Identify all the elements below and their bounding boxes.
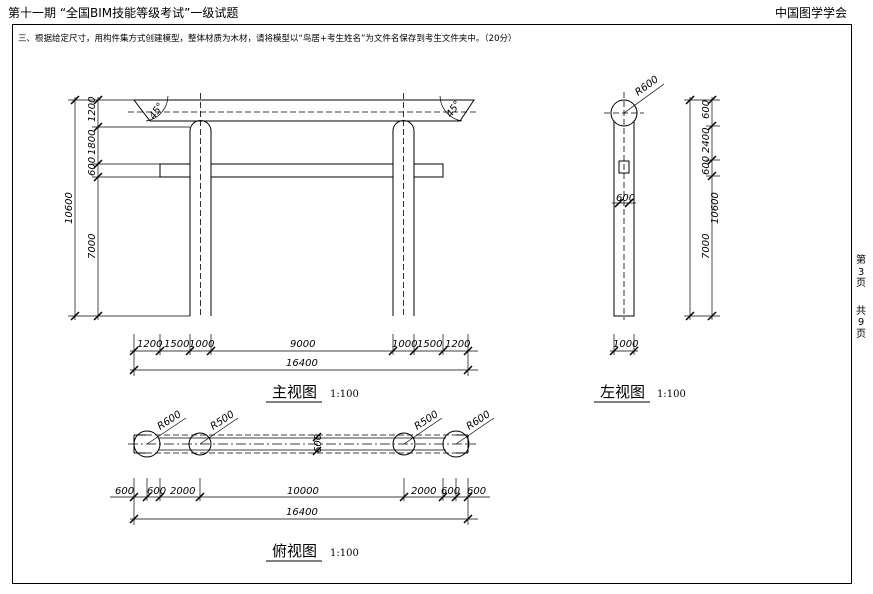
front-dim-text: 10600 [64,192,75,224]
page-info: 第 3 页 共 9 页 [855,255,867,340]
front-horizontal-ticks [129,346,473,375]
page-info-char: 页 [856,278,866,289]
left-view: R600 600 600 2400 600 7000 10600 [594,74,721,403]
top-radius-leader [199,417,239,445]
top-post-left-outer [133,430,161,458]
front-dim-text: 1000 [189,339,214,350]
page-info-char: 9 [857,317,865,328]
drawing-frame [12,24,852,584]
left-dim-text: 7000 [701,234,712,259]
left-dim-text: 1000 [613,339,638,350]
front-dim-text: 1000 [392,339,417,350]
left-view-title: 左视图 [600,383,645,401]
top-dim-text: 2000 [411,486,436,497]
top-dim-text: 2000 [170,486,195,497]
front-lower-beam [159,163,444,178]
front-dim-text: 600 [87,157,98,176]
front-dim-text: 7000 [87,234,98,259]
front-vertical-ticks [70,95,103,321]
document-title: 第十一期 “全国BIM技能等级考试”一级试题 [8,6,239,20]
front-right-angle-arc [439,95,463,122]
left-vertical-ticks [685,95,717,321]
top-beam-hidden [146,434,456,454]
question-text: 三、根据给定尺寸，用构件集方式创建模型，整体材质为木材，请将模型以“鸟居+考生姓… [18,34,517,44]
top-dim-text: 600 [115,486,134,497]
top-dim-text: 600 [467,486,486,497]
top-dim-text: 16400 [286,507,318,518]
top-view-scale: 1:100 [330,548,359,559]
top-beam-width-text: 600 [313,434,324,453]
publisher-name: 中国图学学会 [774,6,847,20]
top-radius-leader [455,417,495,445]
front-dim-text: 1500 [164,339,189,350]
page-info-char: 第 [856,255,866,266]
front-dim-text: 1200 [87,97,98,122]
front-view-scale: 1:100 [330,389,359,400]
top-radius-text: R500 [209,409,237,432]
left-dim-text: 600 [701,100,712,119]
front-top-beam [132,99,475,122]
top-radius-leader [146,417,187,445]
page-info-char: 3 [857,266,865,278]
front-dim-text: 9000 [290,339,315,350]
page-info-char: 共 [856,305,866,317]
left-dim-text: 600 [701,156,712,175]
top-view: R600 R500 R500 R600 600 [110,409,495,562]
front-dim-text: 1500 [417,339,442,350]
front-left-angle-label: 45° [147,101,166,122]
top-post-right-outer [442,430,470,458]
left-dim-text: 10600 [710,192,721,224]
left-dim-text: 2400 [701,128,712,153]
top-radius-text: R600 [465,409,493,432]
left-view-scale: 1:100 [657,389,686,400]
left-radius-leader [623,83,665,114]
page-info-char: 页 [856,328,866,340]
front-right-angle-label: 45° [444,99,463,120]
front-dim-text: 1800 [87,130,98,155]
top-dim-text: 600 [147,486,166,497]
front-view: 45° 45° 1200 1800 600 7000 10600 [64,93,478,403]
top-post-left-inner [188,432,212,456]
front-left-angle-arc [145,95,169,122]
top-view-title: 俯视图 [272,542,317,560]
front-view-title: 主视图 [272,383,317,401]
left-pillar [613,121,635,317]
left-radius-label: R600 [633,74,661,98]
top-post-right-inner [392,432,416,456]
top-dim-text: 600 [441,486,460,497]
front-dim-text: 1200 [445,339,470,350]
top-radius-leader [403,417,443,445]
left-section-text: 600 [616,193,635,204]
top-radius-text: R500 [413,409,441,432]
top-dim-text: 10000 [287,486,319,497]
front-dim-text: 1200 [137,339,162,350]
top-horizontal-ticks [129,492,473,524]
front-dim-text: 16400 [286,358,318,369]
